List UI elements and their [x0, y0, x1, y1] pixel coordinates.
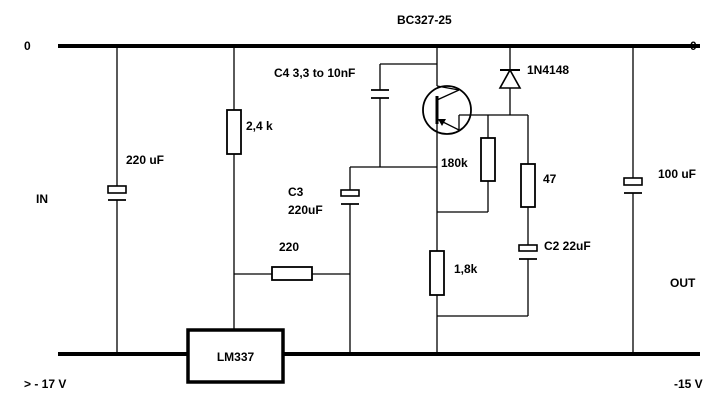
c3-value-label: 220uF	[288, 203, 323, 217]
c2-label: C2 22uF	[544, 239, 591, 253]
resistor-2k4	[226, 46, 242, 330]
resistor-1k8	[429, 212, 528, 354]
transistor-bc327	[422, 64, 472, 212]
resistor-180k	[437, 115, 496, 213]
capacitor-c4	[371, 46, 438, 167]
input-capacitor-label: 220 uF	[126, 153, 164, 167]
resistor-220	[234, 266, 350, 281]
resistor-47	[520, 115, 536, 245]
input-capacitor	[107, 46, 127, 354]
out-label: OUT	[670, 276, 696, 290]
bottom-left-voltage-label: > - 17 V	[24, 377, 66, 391]
resistor-2k4-label: 2,4 k	[246, 119, 273, 133]
capacitor-c3	[340, 167, 360, 354]
diode-1n4148	[498, 46, 522, 115]
resistor-180k-label: 180k	[441, 156, 468, 170]
in-label: IN	[36, 192, 48, 206]
resistor-1k8-label: 1,8k	[454, 262, 478, 276]
top-right-ground-label: 0	[690, 39, 697, 53]
top-left-ground-label: 0	[24, 39, 31, 53]
lm337-regulator: LM337	[186, 328, 285, 384]
c3-name-label: C3	[288, 185, 304, 199]
resistor-47-label: 47	[543, 172, 557, 186]
c4-label: C4 3,3 to 10nF	[274, 66, 355, 80]
bottom-right-voltage-label: -15 V	[674, 377, 703, 391]
transistor-label: BC327-25	[397, 13, 452, 27]
output-capacitor-label: 100 uF	[658, 167, 696, 181]
lm337-label: LM337	[217, 350, 255, 364]
diode-label: 1N4148	[527, 63, 569, 77]
output-capacitor	[623, 46, 643, 354]
capacitor-c2	[518, 244, 538, 316]
resistor-220-label: 220	[279, 240, 299, 254]
